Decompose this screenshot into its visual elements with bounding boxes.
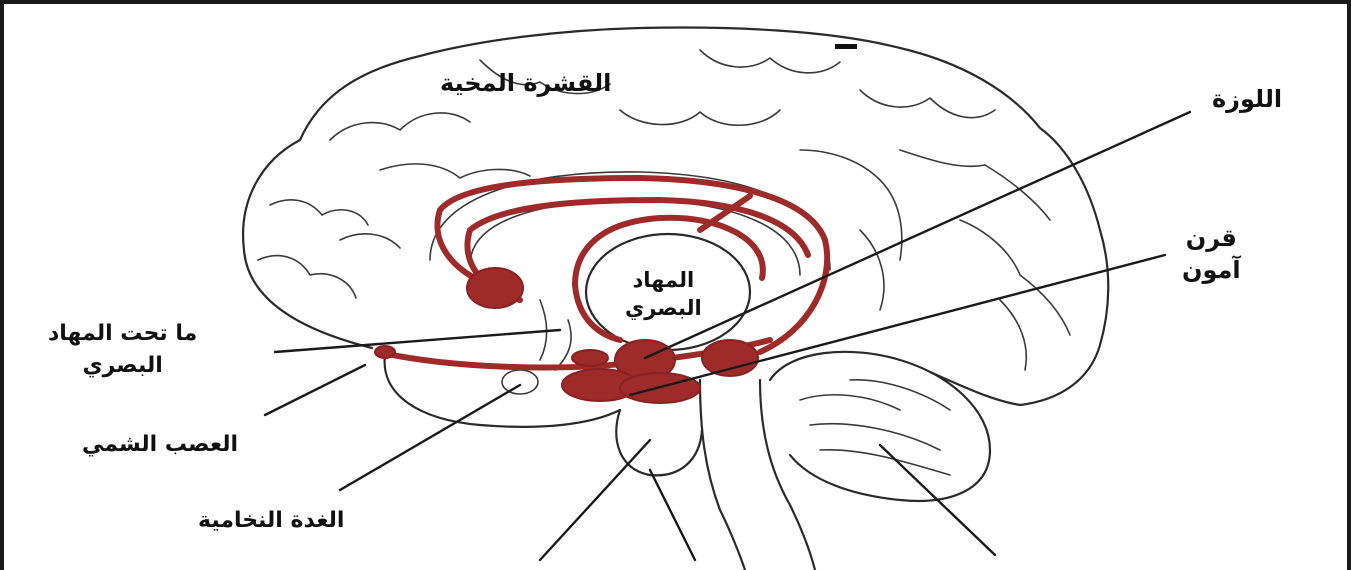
- pointer-pons: [540, 440, 650, 560]
- pointer-pituitary: [340, 385, 520, 490]
- olfactory-bulb: [375, 346, 395, 358]
- cortex-folds: [258, 50, 1070, 370]
- label-pituitary-gland-text: الغدة النخامية: [198, 508, 344, 533]
- pons: [616, 410, 702, 475]
- label-hypothalamus-line2: البصري: [48, 350, 197, 382]
- label-pituitary-gland: الغدة النخامية: [198, 506, 344, 536]
- limbic-system: [375, 178, 827, 403]
- pointer-olfactory: [265, 365, 365, 415]
- pointer-hypothalamus: [275, 330, 560, 352]
- label-cortex: القشرة المخية: [440, 68, 611, 98]
- label-olfactory-nerve: العصب الشمي: [82, 430, 238, 460]
- brainstem: [700, 380, 745, 570]
- septal-nucleus: [467, 268, 523, 308]
- label-hypothalamus: ما تحت المهاد البصري: [48, 318, 197, 382]
- label-thalamus-line2: البصري: [625, 294, 702, 322]
- label-olfactory-nerve-text: العصب الشمي: [82, 432, 238, 457]
- top-mark: [835, 44, 857, 49]
- pointer-amygdala: [645, 112, 1190, 358]
- pituitary-outline: [502, 370, 538, 394]
- label-amygdala: اللوزة: [1212, 84, 1282, 114]
- label-hippocampus-line1: قرن: [1182, 222, 1241, 254]
- pointer-lines: [265, 112, 1190, 560]
- label-hippocampus-line2: آمون: [1182, 254, 1241, 286]
- label-hypothalamus-line1: ما تحت المهاد: [48, 318, 197, 350]
- label-cortex-text: القشرة المخية: [440, 69, 611, 97]
- label-amygdala-text: اللوزة: [1212, 85, 1282, 113]
- hippocampus-shape-3: [702, 340, 758, 376]
- label-hippocampus: قرن آمون: [1182, 222, 1241, 286]
- label-thalamus-line1: المهاد: [625, 266, 702, 294]
- mammillary-body: [572, 350, 608, 366]
- label-thalamus: المهاد البصري: [625, 266, 702, 322]
- cerebellum: [770, 352, 990, 501]
